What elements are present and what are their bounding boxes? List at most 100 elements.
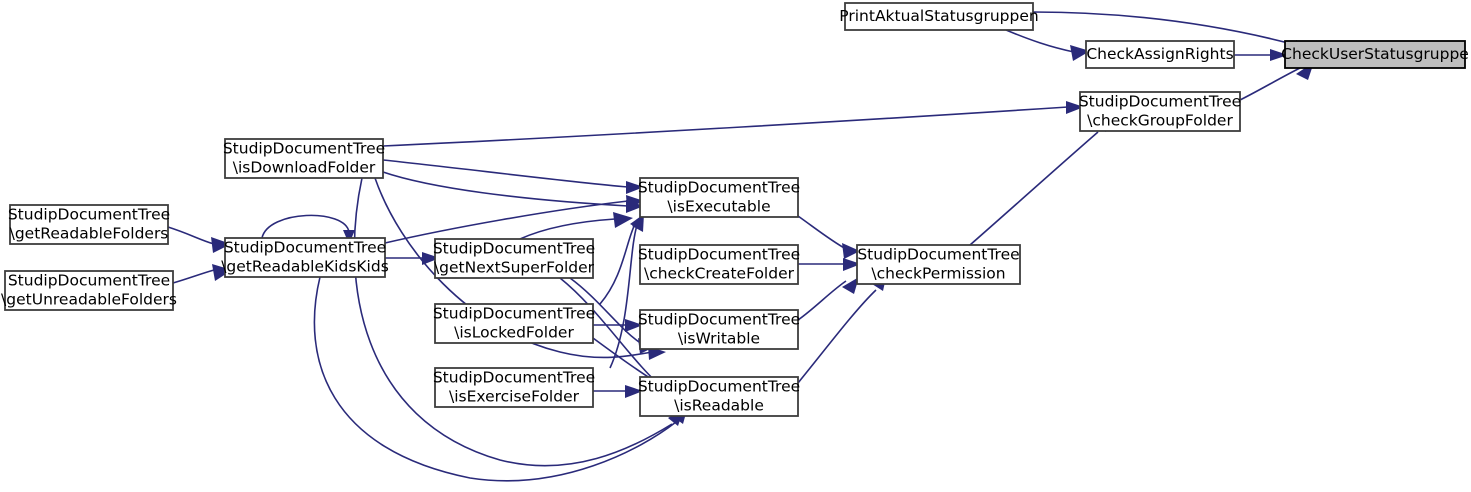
graph-node-getUnreadableFolders[interactable]: StudipDocumentTree\getUnreadableFolders (1, 270, 177, 311)
arrowhead-icon (632, 214, 644, 232)
node-box[interactable] (639, 376, 799, 417)
arrowhead-icon (842, 243, 860, 259)
node-label-line: StudipDocumentTree (433, 240, 595, 258)
graph-node-isDownloadFolder[interactable]: StudipDocumentTree\isDownloadFolder (223, 138, 385, 179)
edge-printAktualStatusgruppen-to-checkAssignRights (1005, 29, 1090, 61)
edge-getReadableKidsKids-to-getNextSuperFolder (385, 252, 440, 265)
edge-checkPermission-to-checkGroupFolder (969, 114, 1108, 246)
arrowhead-icon (1270, 49, 1288, 61)
node-label-line: \getUnreadableFolders (1, 291, 177, 309)
edge-line (167, 226, 215, 245)
arrowhead-icon (1070, 45, 1090, 61)
node-label-line: StudipDocumentTree (1079, 93, 1241, 111)
edge-line (969, 131, 1099, 246)
arrowhead-icon (842, 277, 859, 294)
graph-node-checkGroupFolder[interactable]: StudipDocumentTree\checkGroupFolder (1079, 91, 1241, 132)
edge-line (797, 289, 877, 384)
node-label-line: CheckUserStatusgruppe (1281, 45, 1469, 63)
node-label-line: CheckAssignRights (1086, 45, 1233, 63)
graph-node-getNextSuperFolder[interactable]: StudipDocumentTree\getNextSuperFolder (433, 238, 595, 279)
arrowhead-icon (422, 252, 440, 265)
edge-isWritable-to-checkPermission (797, 277, 859, 321)
node-label-line: \getReadableFolders (10, 225, 169, 243)
node-box[interactable] (639, 244, 799, 285)
edge-isLockedFolder-to-isWritable (593, 319, 643, 332)
node-box[interactable] (434, 238, 594, 279)
node-label-line: StudipDocumentTree (224, 239, 386, 257)
node-box[interactable] (1085, 40, 1235, 69)
node-box[interactable] (9, 204, 169, 245)
arrowhead-icon (626, 181, 644, 194)
node-box[interactable] (1079, 91, 1241, 132)
edge-checkCreateFolder-to-checkPermission (798, 258, 861, 271)
edge-isDownloadFolder-to-isExecutable (382, 171, 644, 213)
edge-getReadableFolders-to-getReadableKidsKids (167, 226, 231, 253)
arrowhead-icon (613, 212, 633, 228)
edge-line (609, 221, 639, 369)
node-label-line: \isExecutable (667, 198, 770, 216)
edge-getReadableKidsKids-to-isExecutable (384, 195, 644, 244)
edge-isExerciseFolder-to-isExecutable (609, 214, 644, 369)
edge-isDownloadFolder-to-checkGroupFolder (382, 101, 1084, 147)
graph-node-printAktualStatusgruppen[interactable]: PrintAktualStatusgruppen (839, 2, 1039, 31)
graph-node-isLockedFolder[interactable]: StudipDocumentTree\isLockedFolder (433, 303, 595, 344)
edge-checkAssignRights-to-checkUserStatusgruppe (1234, 49, 1288, 61)
node-box[interactable] (844, 2, 1034, 31)
graph-node-checkCreateFolder[interactable]: StudipDocumentTree\checkCreateFolder (638, 244, 800, 285)
graph-node-isExerciseFolder[interactable]: StudipDocumentTree\isExerciseFolder (433, 367, 595, 408)
node-label-line: StudipDocumentTree (433, 369, 595, 387)
nodes-layer: PrintAktualStatusgruppenCheckAssignRight… (1, 2, 1469, 417)
edge-getNextSuperFolder-to-isExecutable (519, 212, 633, 240)
edge-isReadable-to-checkPermission (797, 273, 887, 384)
arrowhead-icon (843, 258, 861, 271)
graph-node-isWritable[interactable]: StudipDocumentTree\isWritable (638, 309, 800, 350)
edges-layer (167, 11, 1314, 482)
edge-line (261, 214, 350, 239)
node-label-line: StudipDocumentTree (638, 179, 800, 197)
node-label-line: StudipDocumentTree (638, 311, 800, 329)
node-box[interactable] (434, 367, 594, 408)
node-label-line: \isLockedFolder (454, 324, 574, 342)
node-box[interactable] (639, 177, 799, 218)
graph-node-getReadableKidsKids[interactable]: StudipDocumentTree\getReadableKidsKids (221, 237, 389, 278)
edge-getUnreadableFolders-to-getReadableKidsKids (172, 264, 232, 284)
edge-line (382, 106, 1069, 147)
graph-node-checkAssignRights[interactable]: CheckAssignRights (1085, 40, 1235, 69)
arrowhead-icon (626, 195, 644, 209)
node-box[interactable] (639, 309, 799, 350)
graph-node-getReadableFolders[interactable]: StudipDocumentTree\getReadableFolders (8, 204, 170, 245)
node-box[interactable] (224, 237, 386, 278)
edge-line (172, 269, 215, 284)
node-label-line: \isWritable (678, 330, 760, 348)
node-box[interactable] (1284, 40, 1466, 69)
node-label-line: StudipDocumentTree (638, 246, 800, 264)
node-label-line: \isExerciseFolder (449, 388, 580, 406)
edge-line (1032, 11, 1301, 47)
edge-isDownloadFolder-to-isExecutable (382, 159, 644, 194)
node-label-line: \isReadable (674, 397, 764, 415)
node-box[interactable] (856, 244, 1021, 285)
node-label-line: StudipDocumentTree (8, 206, 170, 224)
graph-node-checkPermission[interactable]: StudipDocumentTree\checkPermission (856, 244, 1021, 285)
arrowhead-icon (343, 230, 355, 244)
edge-line (1005, 29, 1075, 53)
node-box[interactable] (224, 138, 384, 179)
node-box[interactable] (434, 303, 594, 344)
node-label-line: StudipDocumentTree (223, 140, 385, 158)
node-label-line: \getNextSuperFolder (434, 259, 595, 277)
edge-line (1239, 67, 1301, 101)
node-label-line: \isDownloadFolder (233, 159, 376, 177)
node-box[interactable] (4, 270, 174, 311)
graph-node-isReadable[interactable]: StudipDocumentTree\isReadable (638, 376, 800, 417)
graph-node-isExecutable[interactable]: StudipDocumentTree\isExecutable (638, 177, 800, 218)
arrowhead-icon (211, 237, 231, 253)
node-label-line: StudipDocumentTree (8, 272, 170, 290)
edge-line (599, 221, 637, 305)
node-label-line: \getReadableKidsKids (221, 258, 389, 276)
node-label-line: \checkPermission (871, 265, 1005, 283)
graph-node-checkUserStatusgruppe[interactable]: CheckUserStatusgruppe (1281, 40, 1469, 69)
edge-getReadableKidsKids-to-getReadableKidsKids (261, 214, 355, 244)
edge-line (313, 276, 677, 482)
node-label-line: \checkGroupFolder (1087, 112, 1233, 130)
